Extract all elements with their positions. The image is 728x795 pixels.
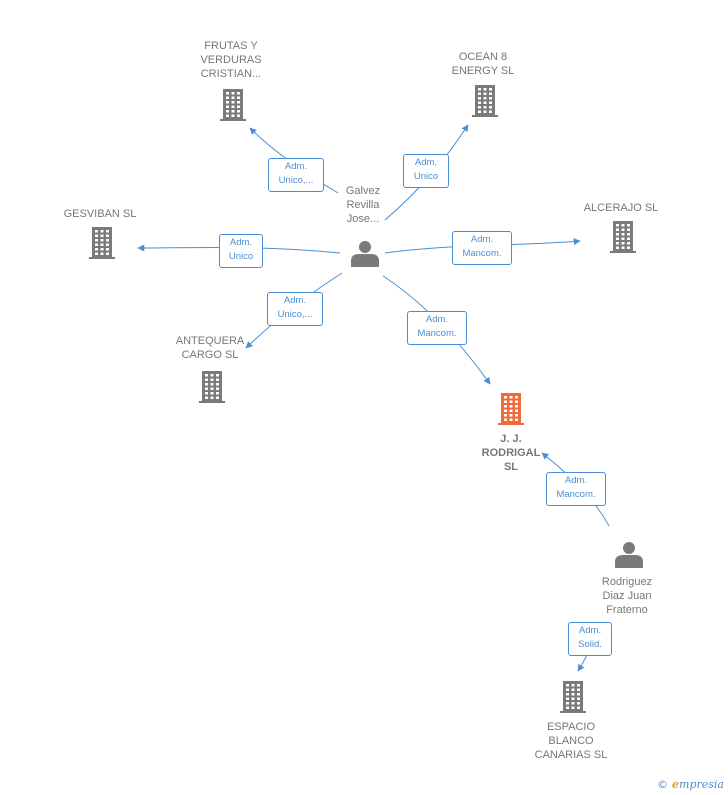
edge-label-rodriguez-espacio[interactable]: Adm. Solid. (568, 622, 612, 656)
brand-initial: e (672, 778, 680, 791)
footer-brand: ©empresia (657, 778, 724, 791)
brand-name: mpresia (679, 778, 724, 791)
person-icon-galvez[interactable] (351, 241, 379, 267)
node-label-antequera[interactable]: ANTEQUERA CARGO SL (175, 335, 245, 361)
building-icon-alcerajo[interactable] (610, 221, 636, 253)
building-icon-gesviban[interactable] (89, 227, 115, 259)
node-label-frutas[interactable]: FRUTAS Y VERDURAS CRISTIAN... (200, 40, 262, 80)
edge-label-galvez-antequera[interactable]: Adm. Unico,... (267, 292, 323, 326)
edge-label-galvez-gesviban[interactable]: Adm. Unico (219, 234, 263, 268)
edge-label-galvez-rodrigal[interactable]: Adm. Mancom. (407, 311, 467, 345)
edge-label-galvez-ocean[interactable]: Adm. Unico (403, 154, 449, 188)
building-icon-espacio[interactable] (560, 681, 586, 713)
node-label-gesviban[interactable]: GESVIBAN SL (63, 208, 137, 220)
building-icon-frutas[interactable] (220, 89, 246, 121)
node-label-galvez[interactable]: Galvez Revilla Jose... (345, 185, 381, 225)
node-label-rodrigal[interactable]: J. J. RODRIGAL SL (481, 433, 541, 473)
edge-label-rodriguez-rodrigal[interactable]: Adm. Mancom. (546, 472, 606, 506)
node-label-rodriguez[interactable]: Rodriguez Diaz Juan Fraterno (601, 576, 653, 616)
edge-label-galvez-frutas[interactable]: Adm. Unico,... (268, 158, 324, 192)
edge-label-galvez-alcerajo[interactable]: Adm. Mancom. (452, 231, 512, 265)
person-icon-rodriguez[interactable] (615, 542, 643, 568)
building-icon-rodrigal[interactable] (498, 393, 524, 425)
building-icon-antequera[interactable] (199, 371, 225, 403)
building-icon-ocean[interactable] (472, 85, 498, 117)
node-label-alcerajo[interactable]: ALCERAJO SL (583, 202, 659, 214)
node-label-ocean[interactable]: OCEAN 8 ENERGY SL (451, 51, 515, 77)
node-label-espacio[interactable]: ESPACIO BLANCO CANARIAS SL (534, 721, 608, 761)
copyright-icon: © (657, 778, 669, 791)
